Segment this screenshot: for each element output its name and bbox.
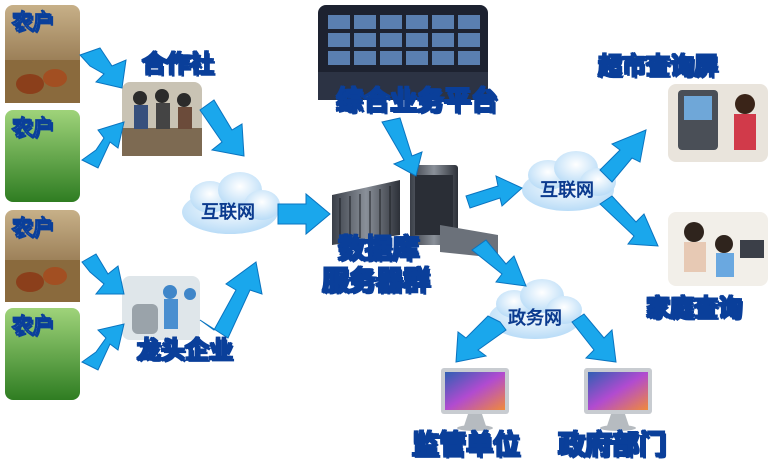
arrow-server-to-gov [471, 239, 527, 287]
control-room-photo [318, 5, 488, 100]
supermarket-screen-label: 超市查询屏 [597, 52, 718, 80]
farmer-label-1: 农户 [12, 10, 55, 34]
farmer-photo-1 [5, 5, 80, 103]
farmer-photo-2 [5, 110, 80, 202]
platform-label: 综合业务平台 [335, 86, 498, 117]
farmer-photo-3 [5, 210, 80, 302]
enterprise-photo [122, 276, 200, 340]
supervision-unit-label: 监管单位 [411, 430, 520, 461]
arrow-cloud-to-kiosk [599, 129, 647, 183]
cooperative-label: 合作社 [141, 50, 214, 78]
farmer-photo-4 [5, 308, 80, 400]
arrow-farmer3-to-ent [81, 253, 125, 295]
supermarket-kiosk-photo [668, 84, 768, 162]
farmer-label-4: 农户 [12, 314, 55, 338]
gov-network-label: 政务网 [508, 308, 562, 329]
arrow-coop-to-cloud [199, 99, 245, 157]
arrow-gov-to-government [571, 313, 617, 363]
server-cluster-image [332, 165, 498, 258]
monitor-supervision [441, 368, 509, 431]
cloud-internet-left [182, 172, 280, 234]
cooperative-photo [122, 82, 202, 156]
database-label: 数据库 [337, 234, 419, 265]
internet-left-label: 互联网 [201, 202, 255, 223]
arrow-ent-to-cloud [199, 261, 263, 339]
arrow-platform-to-server [381, 117, 423, 177]
arrow-cloud-to-server [277, 192, 331, 236]
farmer-label-3: 农户 [12, 216, 55, 240]
leading-enterprise-label: 龙头企业 [136, 336, 233, 364]
arrow-farmer1-to-coop [79, 47, 127, 89]
server-cluster-label: 服务器群 [321, 266, 430, 297]
monitor-government [584, 368, 652, 431]
cloud-gov-network [489, 279, 582, 339]
arrow-farmer2-to-coop [81, 121, 125, 169]
arrow-server-to-cloud-right [465, 175, 523, 209]
home-query-label: 家庭查询 [645, 294, 742, 322]
internet-right-label: 互联网 [540, 180, 594, 201]
farmer-label-2: 农户 [12, 116, 55, 140]
arrow-farmer4-to-ent [81, 323, 125, 371]
arrow-gov-to-supervision [455, 315, 507, 363]
gov-department-label: 政府部门 [557, 430, 666, 461]
home-query-photo [668, 212, 768, 286]
arrow-cloud-to-home [599, 195, 659, 247]
